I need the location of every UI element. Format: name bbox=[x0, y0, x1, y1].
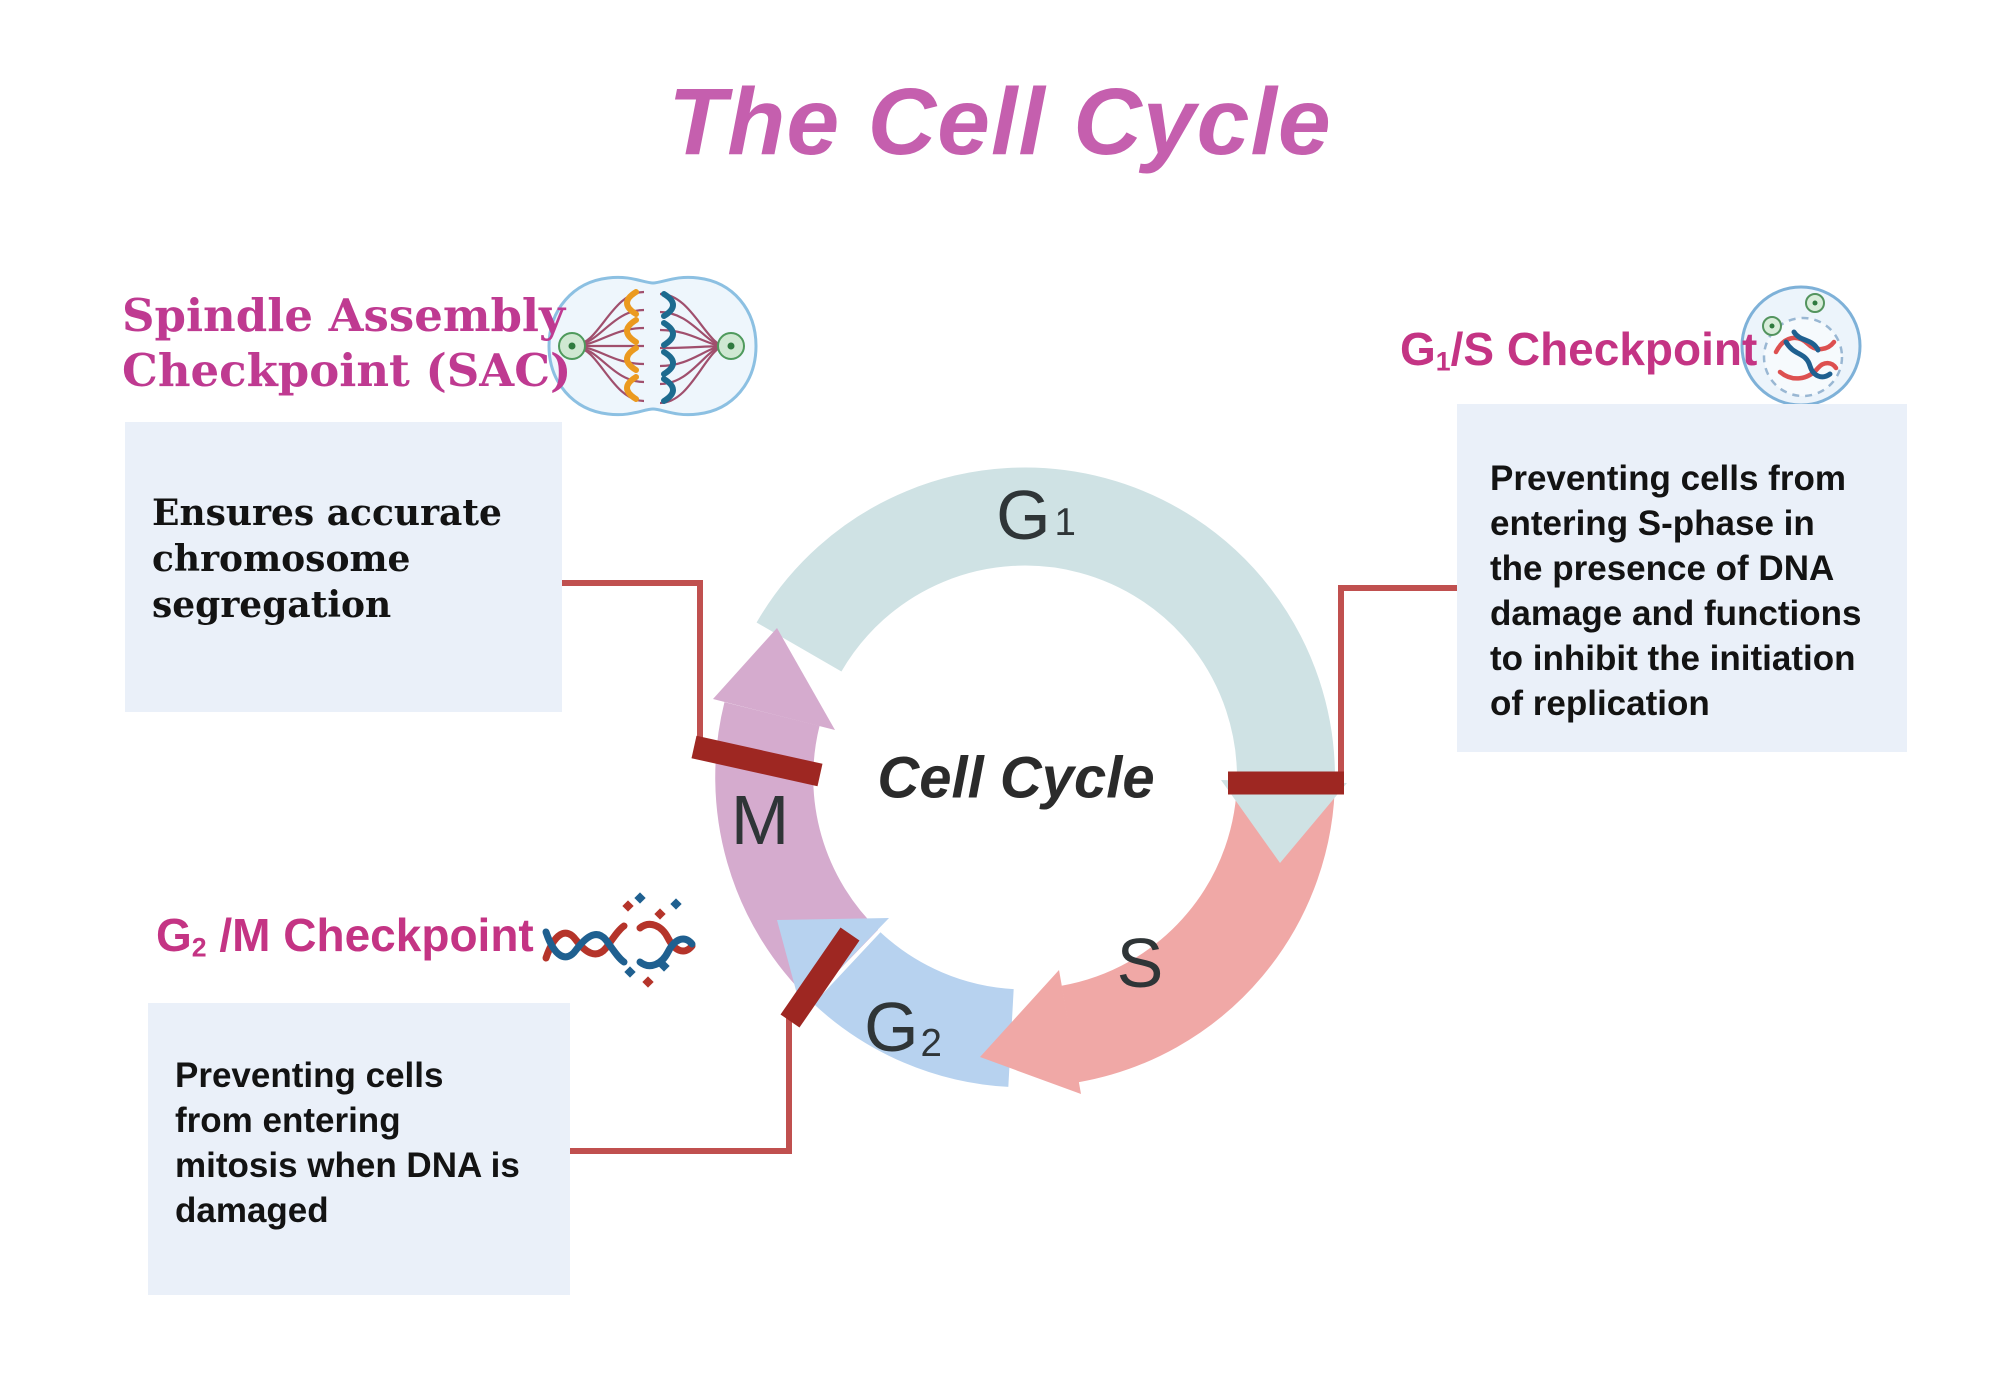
damaged-dna-icon bbox=[542, 892, 696, 988]
g1-phase-arc bbox=[756, 467, 1335, 778]
ring-center-label: Cell Cycle bbox=[877, 745, 1155, 811]
phase-label-m: M bbox=[730, 781, 790, 859]
connector-lines bbox=[561, 580, 1458, 1154]
teal-chromosomes bbox=[661, 291, 676, 404]
g2m-description-box: Preventing cells from entering mitosis w… bbox=[148, 1003, 570, 1295]
g1-arrowhead bbox=[1221, 780, 1347, 863]
g2m-checkpoint-title: G2 /M Checkpoint bbox=[156, 909, 534, 963]
s-arrowhead bbox=[980, 970, 1081, 1094]
sac-checkpoint-bar bbox=[691, 735, 823, 787]
mitotic-spindle-icon bbox=[547, 275, 758, 417]
g1s-description-box: Preventing cells from entering S-phase i… bbox=[1457, 404, 1907, 752]
g2m-description-text: Preventing cells from entering mitosis w… bbox=[175, 1056, 520, 1230]
sac-description-box: Ensures accurate chromosome segregation bbox=[125, 422, 562, 712]
chromatin-threads bbox=[1773, 329, 1839, 381]
sac-description-text: Ensures accurate chromosome segregation bbox=[152, 492, 502, 626]
page-title: The Cell Cycle bbox=[668, 69, 1332, 175]
m-arrowhead bbox=[713, 628, 835, 730]
g2-phase-arc bbox=[813, 931, 1015, 1087]
g1s-description-text: Preventing cells from entering S-phase i… bbox=[1490, 459, 1862, 723]
g1s-connector-line bbox=[1338, 585, 1458, 783]
cell-nucleus-icon bbox=[1740, 285, 1862, 407]
g1s-checkpoint-title: G1/S Checkpoint bbox=[1400, 323, 1758, 377]
orange-chromosomes bbox=[624, 289, 639, 402]
phase-label-s: S bbox=[1116, 924, 1164, 1002]
cycle-ring bbox=[713, 467, 1347, 1094]
g2m-checkpoint-bar bbox=[780, 927, 860, 1028]
sac-connector-line bbox=[561, 580, 703, 747]
dna-fragments bbox=[622, 892, 682, 988]
phase-label-g2: G2 bbox=[864, 988, 942, 1066]
checkpoint-bars bbox=[691, 735, 1344, 1028]
g2m-connector-line bbox=[569, 1018, 792, 1154]
sac-checkpoint-title: Spindle Assembly Checkpoint (SAC) bbox=[122, 289, 572, 397]
